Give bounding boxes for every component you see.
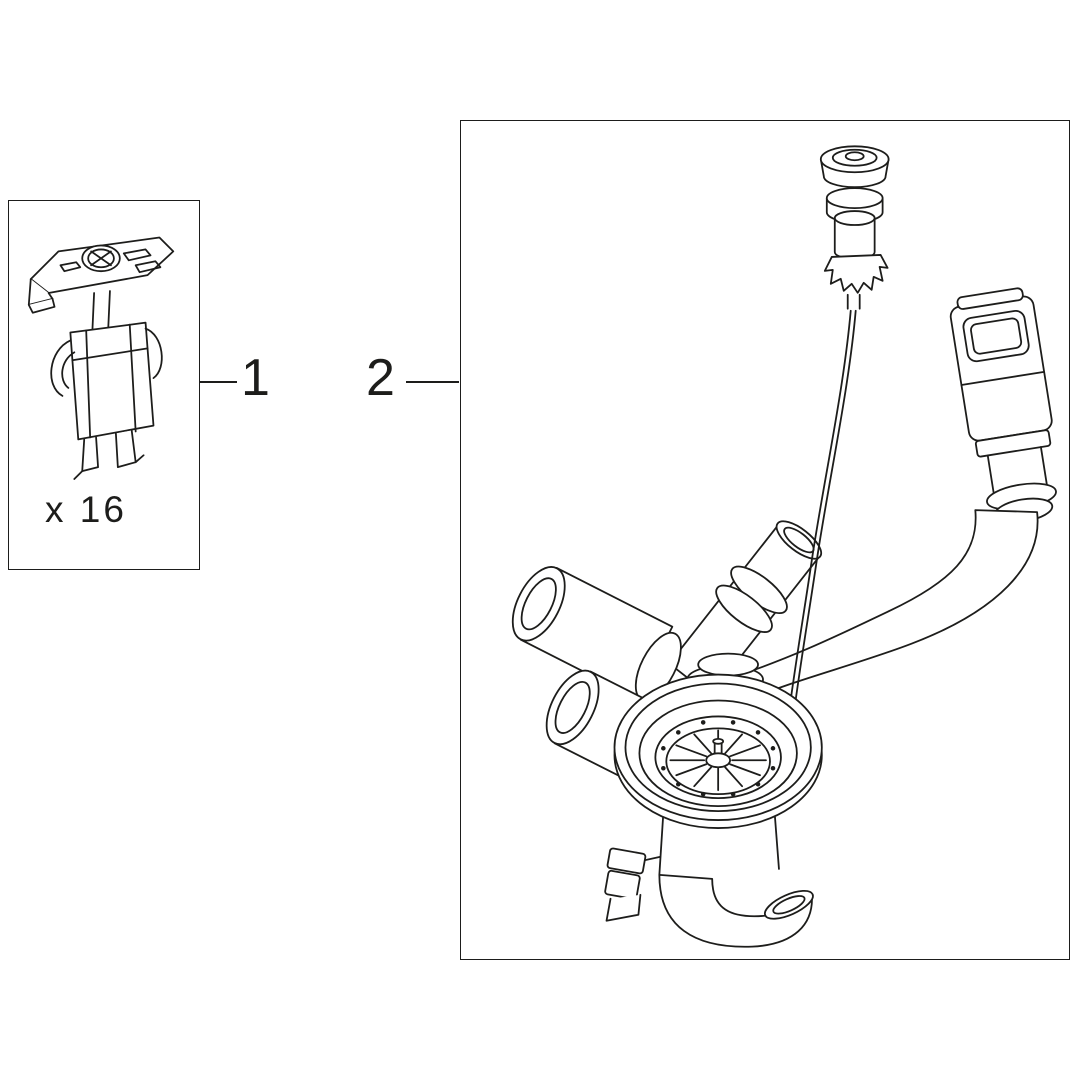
popup-knob-drawing: [819, 145, 890, 310]
part-1-number-label: 1: [241, 349, 270, 407]
part-1-quantity-label: x 16: [45, 489, 127, 530]
bowden-cable-drawing: [789, 309, 857, 707]
part-1-box: x 16: [8, 200, 200, 570]
part-2-box: [460, 120, 1070, 960]
part-2-number-label: 2: [366, 349, 395, 407]
part-1-callout-line: [199, 381, 237, 383]
strainer-basket-drawing: [613, 673, 823, 829]
outlet-elbow-drawing: [604, 812, 814, 948]
drain-assembly-drawing: [511, 145, 1057, 948]
overflow-housing-drawing: [949, 287, 1057, 523]
part-2-callout-line: [406, 381, 459, 383]
mounting-clip-drawing: [27, 236, 175, 480]
